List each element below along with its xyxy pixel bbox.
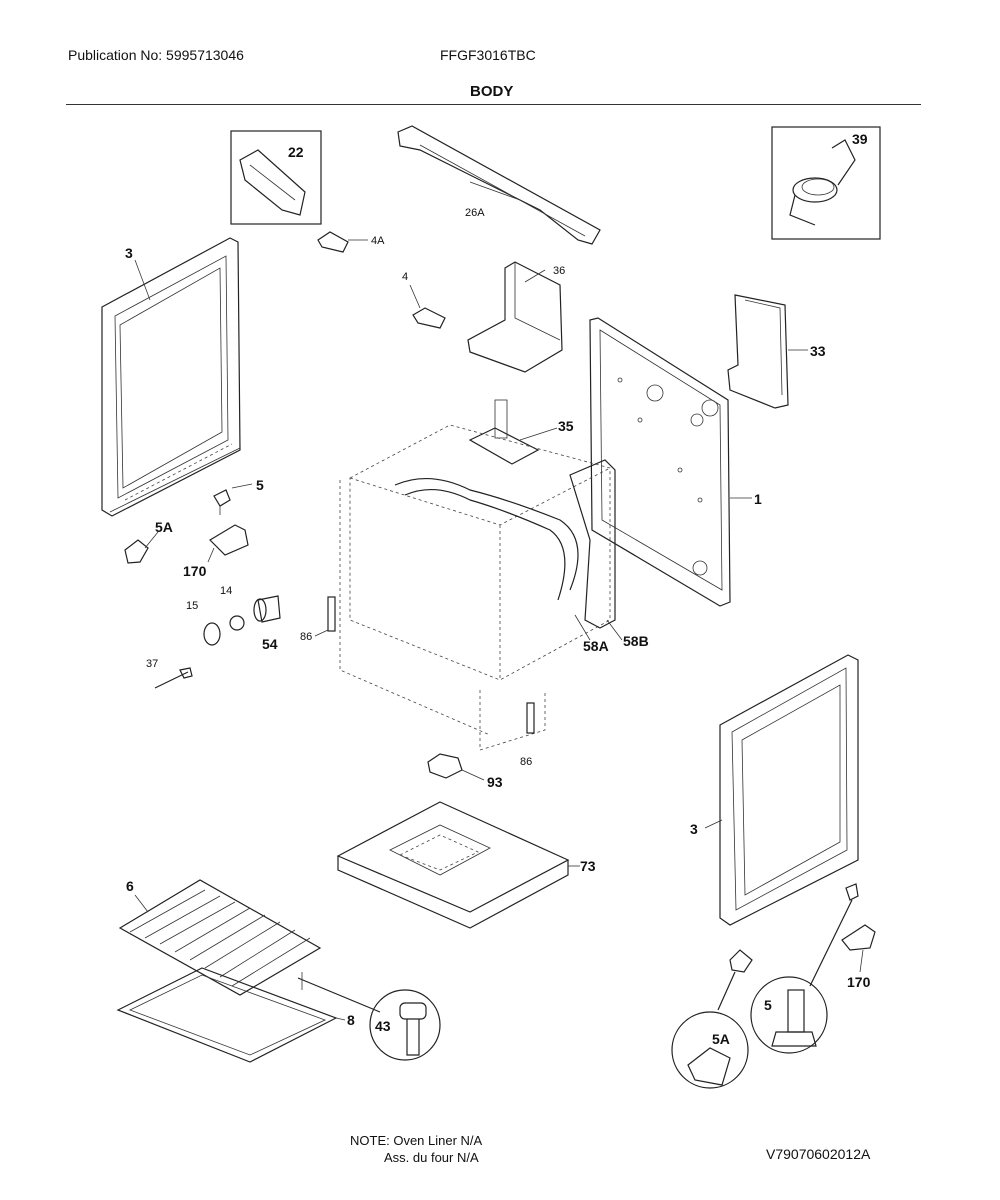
label-86-left: 86 <box>300 631 312 643</box>
label-4: 4 <box>402 271 408 283</box>
part-22-inset: 22 <box>230 130 322 225</box>
label-5a-right: 5A <box>712 1031 730 1047</box>
reference-number: V79070602012A <box>766 1146 871 1162</box>
label-5a-left: 5A <box>155 519 173 535</box>
label-22: 22 <box>288 144 304 160</box>
part-3-right-side-panel: 3 <box>690 654 859 926</box>
model-number: FFGF3016TBC <box>440 47 536 63</box>
label-58b: 58B <box>623 633 649 649</box>
part-39-inset: 39 <box>771 126 881 240</box>
label-36: 36 <box>553 265 565 277</box>
part-86-bottom: 86 <box>520 702 535 768</box>
label-8: 8 <box>347 1012 355 1028</box>
label-170-left: 170 <box>183 563 207 579</box>
note-line-2: Ass. du four N/A <box>384 1150 479 1165</box>
oven-cavity <box>339 424 611 751</box>
part-170-bracket-right: 170 <box>841 924 876 990</box>
part-33-rear-bracket: 33 <box>727 294 826 409</box>
part-4a-bracket: 4A <box>317 231 385 253</box>
note-line-1: NOTE: Oven Liner N/A <box>350 1133 483 1148</box>
part-36-deflector: 36 <box>467 261 565 373</box>
section-title: BODY <box>470 83 514 100</box>
label-15: 15 <box>186 600 198 612</box>
label-54: 54 <box>262 636 278 652</box>
part-73-oven-bottom: 73 <box>336 801 596 929</box>
part-6-oven-rack: 6 <box>118 878 322 996</box>
part-58-insulation: 58A 58B <box>569 459 649 654</box>
part-3-left-side-panel: 3 <box>101 237 241 517</box>
label-5-right: 5 <box>764 997 772 1013</box>
label-4a: 4A <box>371 235 385 247</box>
part-37-screw: 37 <box>146 658 193 689</box>
part-1-back-panel: 1 <box>589 317 762 607</box>
publication-number: Publication No: 5995713046 <box>68 47 244 63</box>
label-3-left: 3 <box>125 245 133 261</box>
part-43-callout: 43 <box>297 972 441 1061</box>
part-5-leveling-leg-left: 5 <box>213 477 264 515</box>
part-86-left: 86 <box>300 596 336 643</box>
footer-note: NOTE: Oven Liner N/A Ass. du four N/A <box>350 1132 482 1166</box>
label-58a: 58A <box>583 638 609 654</box>
label-39: 39 <box>852 131 868 147</box>
part-5-leveling-leg-right: 5 <box>750 883 859 1054</box>
oven-light-assembly: 14 15 54 <box>186 585 281 652</box>
part-4-bracket: 4 <box>402 271 446 329</box>
part-5a-bracket-right: 5A <box>671 949 753 1089</box>
part-8-bottom-liner: 8 <box>116 967 355 1063</box>
label-14: 14 <box>220 585 232 597</box>
label-43: 43 <box>375 1018 391 1034</box>
label-3-right: 3 <box>690 821 698 837</box>
label-73: 73 <box>580 858 596 874</box>
header-divider <box>66 104 921 105</box>
label-86-bottom: 86 <box>520 756 532 768</box>
part-26a-bracket: 26A <box>397 125 601 245</box>
label-35: 35 <box>558 418 574 434</box>
part-5a-bracket-left: 5A <box>124 519 173 564</box>
label-26a: 26A <box>465 207 485 219</box>
part-93-cap: 93 <box>427 753 503 790</box>
label-170-right: 170 <box>847 974 871 990</box>
label-37: 37 <box>146 658 158 670</box>
label-1: 1 <box>754 491 762 507</box>
label-33: 33 <box>810 343 826 359</box>
label-6: 6 <box>126 878 134 894</box>
label-93: 93 <box>487 774 503 790</box>
part-35-plate: 35 <box>468 399 574 465</box>
label-5-left: 5 <box>256 477 264 493</box>
part-170-bracket-left: 170 <box>183 524 249 579</box>
